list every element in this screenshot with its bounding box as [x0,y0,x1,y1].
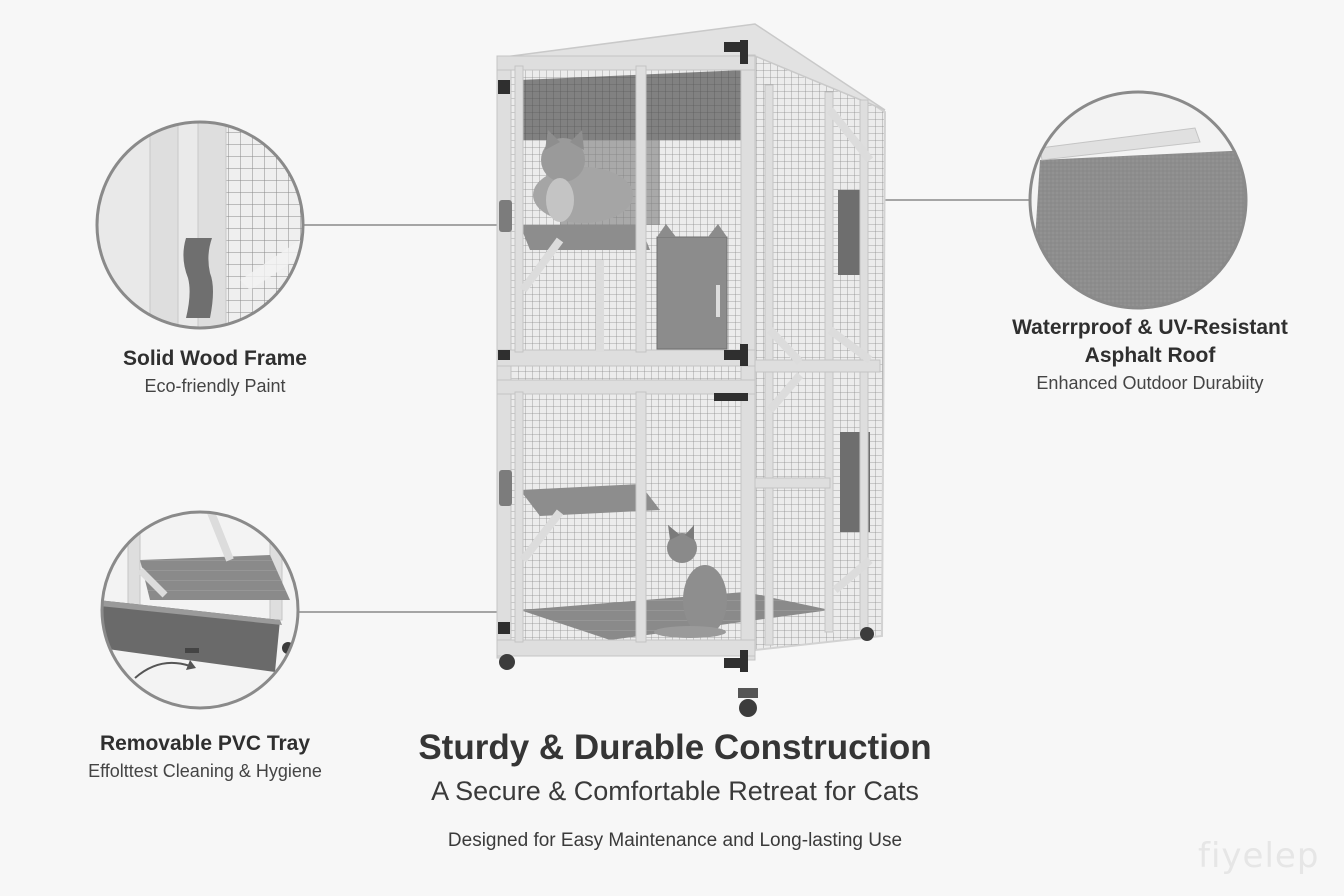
hide-box [656,224,728,350]
cat-icon [654,525,727,638]
cat-icon [533,130,633,223]
door-handle-icon [499,200,512,506]
zoom-circle-wood-frame [95,120,305,330]
feature-subtitle: Eco-friendly Paint [144,376,286,396]
feature-roof: Waterrproof & UV-Resistant Asphalt Roof … [980,314,1320,396]
zoom-circle-roof [1028,90,1248,310]
hinge-icon [498,40,748,672]
brand-watermark: fiyelep [1198,836,1320,876]
arrow-icon [134,662,191,679]
headline-note: Designed for Easy Maintenance and Long-l… [447,830,903,851]
feature-pvc-tray: Removable PVC Tray Effolttest Cleaning &… [40,730,370,784]
callout-lines [298,199,1030,613]
headline-title: Sturdy & Durable Construction [418,728,932,767]
feature-subtitle: Effolttest Cleaning & Hygiene [88,761,322,781]
feature-title-line1: Waterrproof & UV-Resistant [1012,316,1288,339]
feature-subtitle: Enhanced Outdoor Durabiity [1036,373,1264,393]
wheel-icon [499,627,874,717]
catio [496,23,887,717]
feature-title: Solid Wood Frame [123,347,307,370]
feature-title-line2: Asphalt Roof [1084,344,1216,367]
zoom-circle-tray [100,510,300,710]
headline-subtitle: A Secure & Comfortable Retreat for Cats [431,776,919,806]
feature-title: Removable PVC Tray [99,732,311,755]
feature-wood-frame: Solid Wood Frame Eco-friendly Paint [80,345,350,399]
